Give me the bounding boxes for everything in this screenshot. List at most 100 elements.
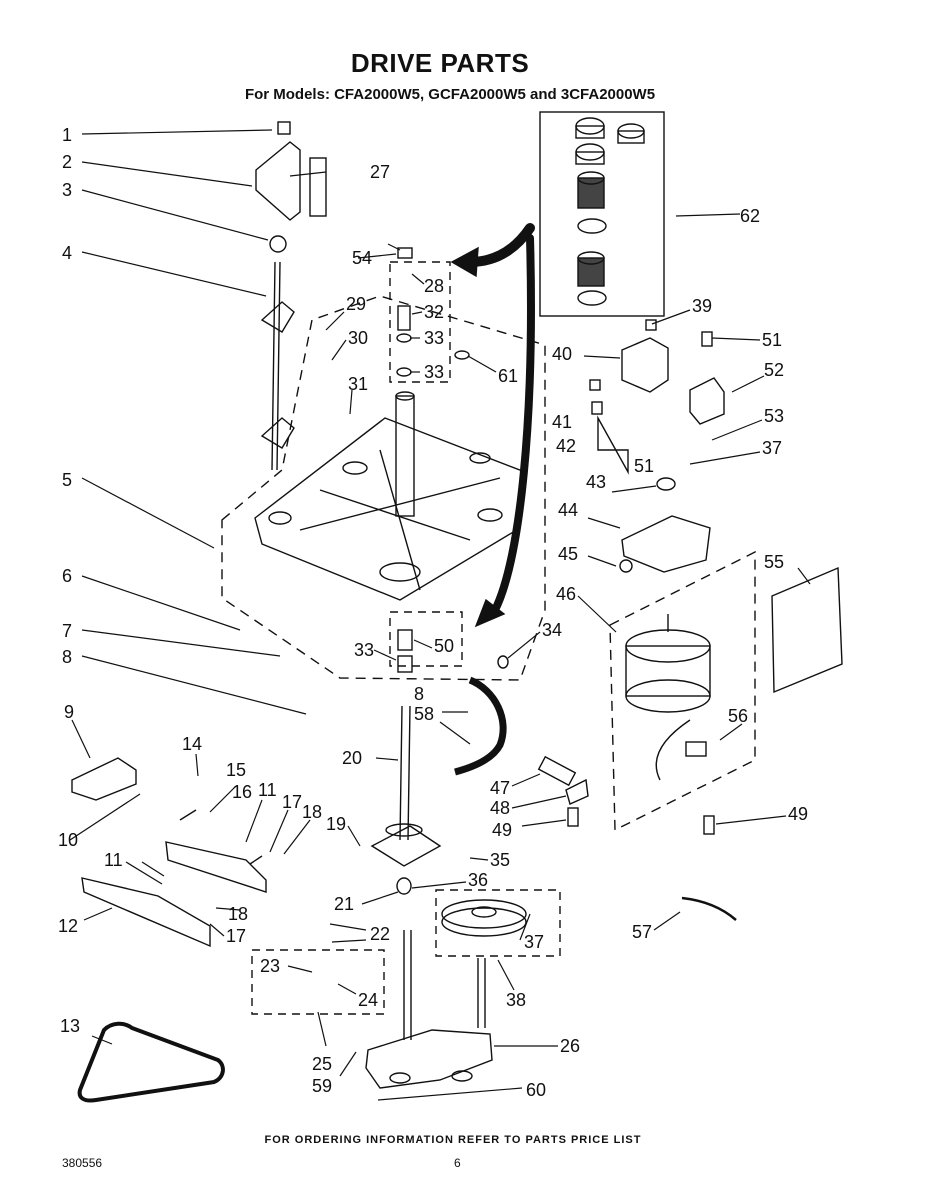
callout-36: 36	[468, 870, 488, 890]
callout-11-lower: 11	[104, 850, 123, 870]
leader-lines	[69, 129, 811, 1101]
callout-18-lower: 18	[228, 904, 248, 924]
callout-10: 10	[58, 830, 78, 850]
pump-bracket	[589, 319, 725, 573]
callout-61: 61	[498, 366, 518, 386]
callout-58: 58	[414, 704, 434, 724]
callout-14: 14	[182, 734, 202, 754]
callout-23: 23	[260, 956, 280, 976]
callout-4: 4	[62, 243, 72, 263]
bearing-50-box	[389, 611, 463, 667]
curved-arrow-upper	[465, 223, 535, 267]
left-brackets	[71, 757, 267, 948]
callout-13: 13	[60, 1016, 80, 1036]
callout-33-lower: 33	[354, 640, 374, 660]
callout-39: 39	[692, 296, 712, 316]
callout-59: 59	[312, 1076, 332, 1096]
callout-34: 34	[542, 620, 562, 640]
callout-21: 21	[334, 894, 354, 914]
callout-11-upper: 11	[258, 780, 277, 800]
callout-56: 56	[728, 706, 748, 726]
callout-24: 24	[358, 990, 378, 1010]
drive-shaft-transmission	[365, 705, 493, 1089]
curved-arrow-upper-head	[450, 246, 479, 278]
callout-57: 57	[632, 922, 652, 942]
callout-18-upper: 18	[302, 802, 322, 822]
drive-belt	[77, 1021, 225, 1103]
ordering-info-footer: FOR ORDERING INFORMATION REFER TO PARTS …	[264, 1134, 642, 1146]
callout-38: 38	[506, 990, 526, 1010]
callout-22: 22	[370, 924, 390, 944]
callout-42: 42	[556, 436, 576, 456]
callout-37-bracket: 37	[762, 438, 782, 458]
base-plate-group-box	[221, 295, 546, 681]
motor-group-box	[609, 550, 756, 832]
callout-1: 1	[62, 125, 72, 145]
callout-50: 50	[434, 636, 454, 656]
callout-30: 30	[348, 328, 368, 348]
callout-52: 52	[764, 360, 784, 380]
callout-49-capacitor: 49	[492, 820, 512, 840]
callout-5: 5	[62, 470, 72, 490]
drive-motor	[625, 614, 715, 835]
callout-35: 35	[490, 850, 510, 870]
callout-62: 62	[740, 206, 760, 226]
bearing-group-box	[389, 261, 451, 383]
callout-6: 6	[62, 566, 72, 586]
callout-labels: 1 2 3 4 5 6 7 8 9 10 11 12 13 14 15 16 1…	[58, 125, 808, 1100]
callout-9: 9	[64, 702, 74, 722]
curved-arrow-lower	[491, 234, 535, 614]
callout-53: 53	[764, 406, 784, 426]
callout-40: 40	[552, 344, 572, 364]
callout-32: 32	[424, 302, 444, 322]
callout-15: 15	[226, 760, 246, 780]
motor-shield-panel	[771, 566, 843, 694]
callout-27: 27	[370, 162, 390, 182]
callout-49-motor: 49	[788, 804, 808, 824]
callout-44: 44	[558, 500, 578, 520]
callout-16: 16	[232, 782, 252, 802]
pulley-38-box	[435, 889, 561, 957]
callout-17-lower: 17	[226, 926, 246, 946]
wire-harness	[681, 896, 737, 921]
callout-37-pulley: 37	[524, 932, 544, 952]
base-plate	[254, 417, 526, 601]
page-number: 6	[454, 1156, 461, 1170]
callout-31: 31	[348, 374, 368, 394]
kit-62-box	[539, 111, 665, 317]
capacitor	[537, 755, 589, 827]
document-number: 380556	[62, 1156, 103, 1170]
callout-17-upper: 17	[282, 792, 302, 812]
callout-8: 8	[62, 647, 72, 667]
callout-43: 43	[586, 472, 606, 492]
callout-55: 55	[764, 552, 784, 572]
callout-3: 3	[62, 180, 72, 200]
callout-28: 28	[424, 276, 444, 296]
callout-48: 48	[490, 798, 510, 818]
center-tube	[395, 395, 415, 517]
callout-7: 7	[62, 621, 72, 641]
callout-46: 46	[556, 584, 576, 604]
callout-12: 12	[58, 916, 78, 936]
callout-2: 2	[62, 152, 72, 172]
callout-19: 19	[326, 814, 346, 834]
curved-arrow-lower-head	[474, 598, 506, 628]
suspension-rod-assembly	[255, 121, 327, 471]
callout-51-upper: 51	[762, 330, 782, 350]
callout-54: 54	[352, 248, 372, 268]
drive-pulley	[441, 899, 527, 937]
callout-26: 26	[560, 1036, 580, 1056]
callout-20: 20	[342, 748, 362, 768]
callout-60: 60	[526, 1080, 546, 1100]
page-title: DRIVE PARTS	[350, 48, 530, 78]
callout-47: 47	[490, 778, 510, 798]
callout-33-upper: 33	[424, 328, 444, 348]
callout-41: 41	[552, 412, 572, 432]
callout-25: 25	[312, 1054, 332, 1074]
callout-33-middle: 33	[424, 362, 444, 382]
callout-51-lower: 51	[634, 456, 654, 476]
callout-45: 45	[558, 544, 578, 564]
callout-8-lower: 8	[414, 684, 424, 704]
